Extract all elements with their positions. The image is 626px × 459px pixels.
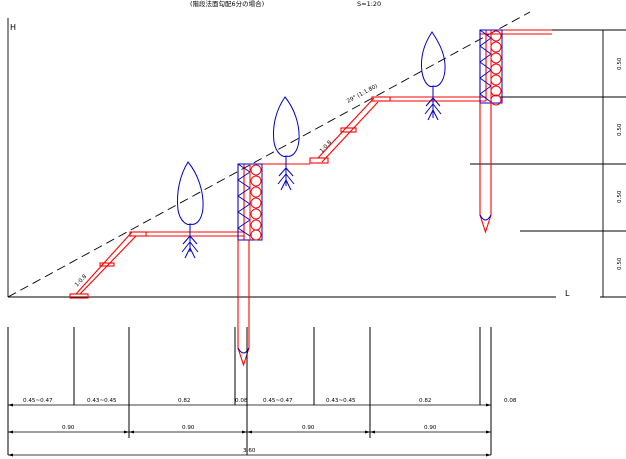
dim-row2-3: 0.90	[302, 425, 315, 431]
tree-icon	[273, 96, 300, 191]
slope-label-lower: 1:0.8	[74, 273, 88, 288]
x-axis-label: L	[565, 289, 570, 298]
dim-row1-4: 0.08	[235, 398, 248, 404]
right-dim-2: 0.50	[617, 123, 623, 136]
right-dimension-lines	[470, 29, 626, 298]
dim-row1-2: 0.43~0.45	[87, 398, 117, 404]
dim-row1-5: 0.45~0.47	[263, 398, 293, 404]
tree-icon	[177, 161, 204, 259]
dim-row1-7: 0.82	[419, 398, 431, 404]
right-dim-4: 0.50	[617, 257, 623, 270]
dim-row1-3: 0.82	[178, 398, 190, 404]
dim-row1-1: 0.45~0.47	[23, 398, 53, 404]
crib-wall-upper	[479, 29, 503, 106]
dimension-arrows	[8, 403, 491, 457]
slope-reference-line	[7, 11, 531, 298]
header-caption: (階段法面勾配6分の場合)	[190, 0, 264, 8]
tree-icon	[421, 31, 446, 121]
right-dim-3: 0.50	[617, 190, 623, 203]
dim-row2-4: 0.90	[424, 425, 437, 431]
y-axis-label: H	[10, 23, 16, 32]
dim-row2-1: 0.90	[62, 425, 75, 431]
dim-row1-8: 0.08	[504, 398, 517, 404]
slope-label-upper: 29° (1:1.80)	[346, 84, 379, 105]
dim-row1-6: 0.43~0.45	[326, 398, 356, 404]
right-dim-1: 0.50	[617, 57, 623, 70]
crib-wall-lower	[237, 163, 263, 241]
bottom-extension-lines	[7, 327, 492, 455]
dim-row2-2: 0.90	[182, 425, 195, 431]
dim-row3-total: 3.60	[243, 448, 256, 454]
pile-upper	[479, 103, 492, 234]
header-scale: S=1:20	[357, 0, 381, 8]
